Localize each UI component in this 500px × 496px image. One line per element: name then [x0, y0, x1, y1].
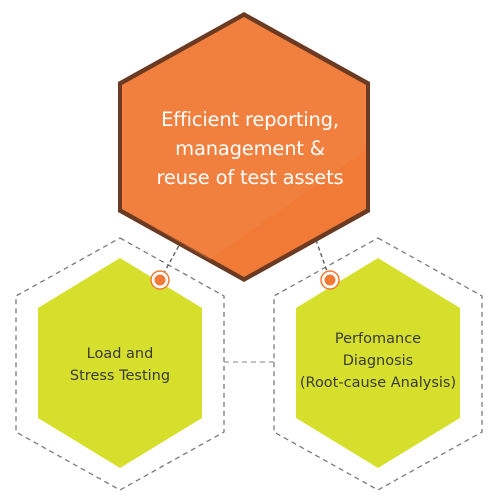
right-hexagon-label: Perfomance Diagnosis (Root-cause Analysi… [283, 326, 473, 396]
right-hexagon [296, 258, 460, 468]
right-hexagon-dashed-outline [273, 237, 483, 491]
top-label-line: management & [175, 136, 325, 160]
left-label-line: Load and [86, 346, 154, 362]
top-label-line: reuse of test assets [156, 165, 344, 189]
left-hexagon-label: Load and Stress Testing [35, 340, 205, 390]
top-hexagon-label: Efficient reporting, management & reuse … [140, 98, 360, 198]
connector-dot-left [150, 270, 170, 290]
left-hexagon [38, 258, 202, 468]
right-label-line: Perfomance [334, 331, 422, 347]
top-hexagon [122, 17, 366, 277]
left-label-line: Stress Testing [69, 368, 171, 384]
top-hexagon-highlight [122, 17, 366, 260]
right-label-line: (Root-cause Analysis) [299, 375, 457, 391]
right-label-line: Diagnosis [342, 353, 414, 369]
top-label-line: Efficient reporting, [161, 107, 339, 131]
connector-dot-right [320, 270, 340, 290]
left-hexagon-dashed-outline [15, 237, 225, 491]
